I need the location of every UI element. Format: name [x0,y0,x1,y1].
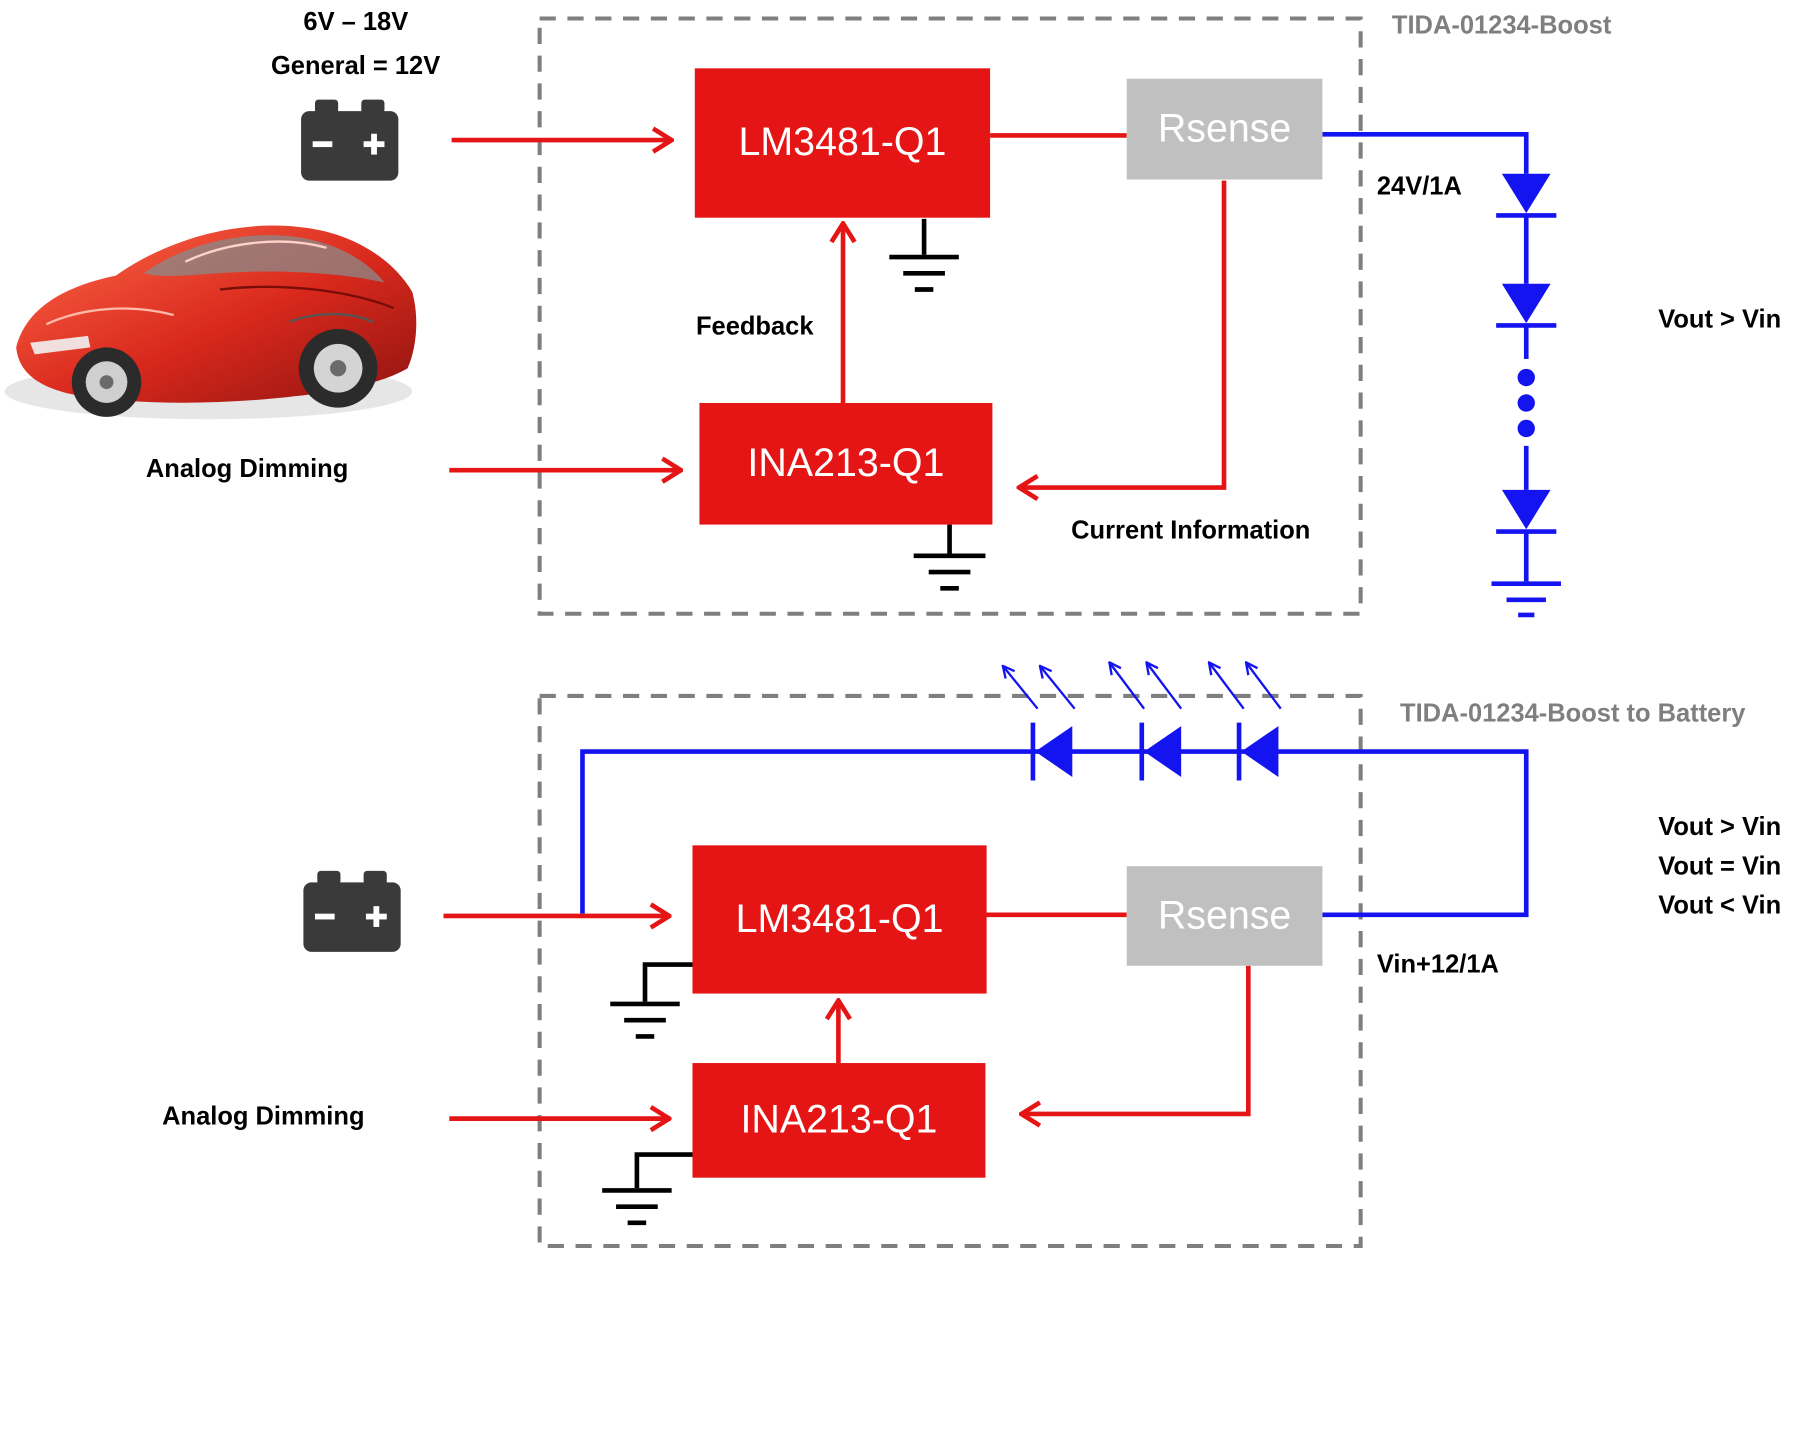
top-module-title: TIDA-01234-Boost [1391,10,1612,40]
bottom-output-rating-label: Vin+12/1A [1376,949,1499,979]
light-emission-icon [1003,666,1076,710]
led-icon [1030,722,1073,781]
top-lm3481-controller-block: LM3481-Q1 [694,68,991,218]
block-diagram [4,16,1561,1249]
continuation-dot [1517,368,1535,387]
bottom-lm3481-controller-block: LM3481-Q1 [692,845,987,994]
battery-icon [301,99,399,181]
bottom-module-title: TIDA-01234-Boost to Battery [1400,698,1746,728]
top-relation-label: Vout > Vin [1658,304,1782,334]
led-icon [1496,173,1557,218]
top-module-boundary [537,16,1363,616]
input-voltage-general-label: General = 12V [270,50,441,80]
ground-icon [1491,531,1561,618]
ground-icon [913,524,986,591]
top-ina213-amplifier-block: INA213-Q1 [699,402,993,525]
bottom-relations-list: Vout > Vin Vout = Vin Vout < Vin [1658,807,1781,925]
bottom-analog-dimming-label: Analog Dimming [162,1101,365,1131]
top-analog-dimming-label: Analog Dimming [145,453,349,483]
continuation-dot [1517,419,1535,438]
bottom-relation-item: Vout < Vin [1658,890,1782,920]
light-emission-icon [1209,662,1282,710]
bottom-relation-item: Vout > Vin [1658,811,1782,841]
led-icon [1496,283,1557,328]
battery-icon [303,870,401,952]
ground-icon [889,218,959,292]
bottom-ina213-amplifier-block: INA213-Q1 [692,1063,986,1178]
current-information-label: Current Information [1071,515,1311,545]
led-icon [1496,489,1557,534]
led-icon [1236,722,1279,781]
ground-icon [610,962,693,1039]
top-output-rating-label: 24V/1A [1376,171,1462,201]
bottom-led-return-wire [580,749,1529,918]
continuation-dot [1517,394,1535,412]
top-rsense-block: Rsense [1126,78,1323,180]
led-icon [1139,722,1182,781]
ground-icon [602,1152,693,1226]
bottom-rsense-block: Rsense [1126,866,1323,966]
bottom-relation-item: Vout = Vin [1658,851,1782,881]
input-voltage-range-label: 6V – 18V [303,6,409,36]
light-emission-icon [1109,662,1183,710]
top-current-info-arrow [1019,180,1227,488]
top-led-output-wire [1322,132,1529,174]
feedback-label: Feedback [695,311,814,341]
bottom-current-info-arrow [1021,965,1251,1114]
bottom-module-boundary [537,693,1363,1249]
car-image [4,225,417,420]
